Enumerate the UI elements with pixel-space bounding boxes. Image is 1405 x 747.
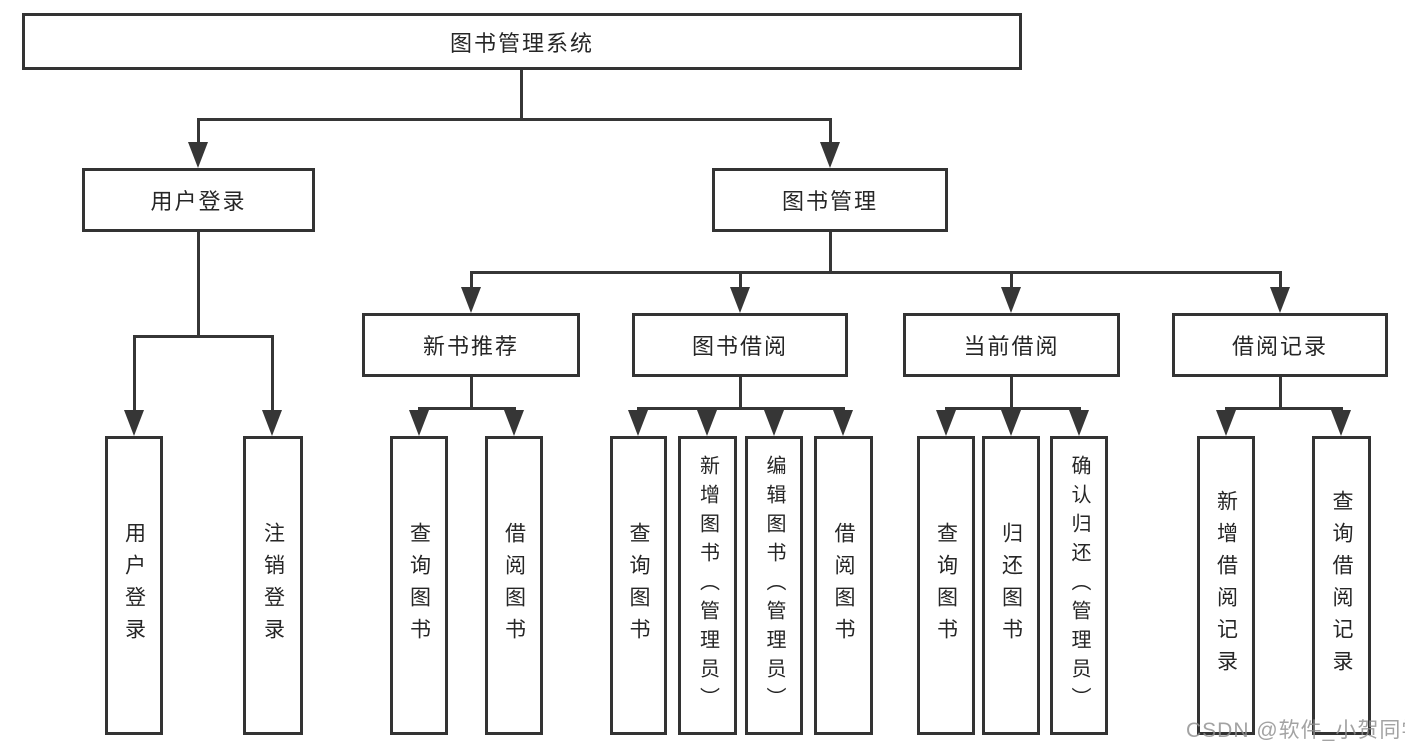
arrow-down-icon [1001, 287, 1021, 313]
leaf-borrow-books-recommend: 借阅图书 [485, 436, 543, 735]
connector-line [1278, 271, 1282, 289]
leaf-label: 借阅图书 [502, 521, 526, 650]
arrow-down-icon [1331, 410, 1351, 436]
leaf-label: 确认归还（管理员） [1068, 455, 1090, 716]
node-label: 图书管理系统 [449, 30, 594, 56]
connector-line [637, 407, 845, 410]
node-label: 用户登录 [150, 189, 247, 214]
leaf-label: 查询图书 [627, 521, 650, 650]
leaf-logout: 注销登录 [243, 436, 303, 735]
node-user-login: 用户登录 [82, 168, 315, 232]
connector-line [1278, 377, 1282, 410]
leaf-query-books-borrow: 查询图书 [610, 436, 667, 735]
leaf-label: 借阅图书 [832, 521, 855, 650]
leaf-label: 查询借阅记录 [1330, 489, 1353, 682]
connector-line [828, 232, 832, 274]
connector-line [196, 118, 200, 146]
connector-line [1009, 271, 1013, 289]
node-label: 当前借阅 [963, 334, 1060, 359]
connector-line [1009, 377, 1013, 410]
connector-line [519, 70, 523, 118]
arrow-down-icon [1069, 410, 1089, 436]
connector-line [738, 377, 742, 410]
connector-line [944, 407, 1081, 410]
leaf-add-borrow-record: 新增借阅记录 [1197, 436, 1255, 735]
node-book-management: 图书管理 [712, 168, 948, 232]
leaf-query-borrow-record: 查询借阅记录 [1312, 436, 1371, 735]
arrow-down-icon [833, 410, 853, 436]
connector-line [1224, 407, 1343, 410]
node-book-borrow: 图书借阅 [632, 313, 848, 377]
leaf-label: 编辑图书（管理员） [763, 455, 785, 716]
leaf-label: 注销登录 [261, 521, 285, 650]
node-new-book-recommend: 新书推荐 [362, 313, 580, 377]
leaf-query-books-current: 查询图书 [917, 436, 975, 735]
node-label: 图书管理 [781, 189, 878, 214]
leaf-borrow-books: 借阅图书 [814, 436, 873, 735]
leaf-edit-book-admin: 编辑图书（管理员） [745, 436, 803, 735]
csdn-watermark: CSDN @软件_小贺同学 [1186, 719, 1405, 742]
leaf-label: 用户登录 [122, 521, 146, 650]
arrow-down-icon [124, 410, 144, 436]
arrow-down-icon [936, 410, 956, 436]
arrow-down-icon [461, 287, 481, 313]
leaf-add-book-admin: 新增图书（管理员） [678, 436, 737, 735]
connector-line [469, 271, 1282, 274]
connector-line [196, 118, 832, 121]
connector-line [132, 335, 136, 412]
connector-line [132, 335, 274, 338]
node-library-management-system: 图书管理系统 [22, 13, 1022, 70]
leaf-label: 新增借阅记录 [1214, 489, 1238, 682]
leaf-query-books-recommend: 查询图书 [390, 436, 448, 735]
connector-line [469, 271, 473, 289]
leaf-confirm-return-admin: 确认归还（管理员） [1050, 436, 1108, 735]
connector-line [738, 271, 742, 289]
connector-line [469, 377, 473, 410]
arrow-down-icon [730, 287, 750, 313]
connector-line [196, 232, 200, 338]
arrow-down-icon [764, 410, 784, 436]
arrow-down-icon [697, 410, 717, 436]
leaf-label: 查询图书 [934, 521, 958, 650]
arrow-down-icon [504, 410, 524, 436]
arrow-down-icon [1001, 410, 1021, 436]
arrow-down-icon [409, 410, 429, 436]
node-label: 新书推荐 [422, 334, 519, 359]
connector-line [828, 118, 832, 146]
connector-line [417, 407, 516, 410]
node-current-borrow: 当前借阅 [903, 313, 1120, 377]
arrow-down-icon [1216, 410, 1236, 436]
arrow-down-icon [262, 410, 282, 436]
node-label: 借阅记录 [1231, 334, 1328, 359]
leaf-label: 新增图书（管理员） [696, 455, 719, 716]
leaf-label: 归还图书 [999, 521, 1023, 650]
arrow-down-icon [188, 142, 208, 168]
leaf-user-login: 用户登录 [105, 436, 163, 735]
node-borrow-records: 借阅记录 [1172, 313, 1388, 377]
arrow-down-icon [628, 410, 648, 436]
arrow-down-icon [1270, 287, 1290, 313]
node-label: 图书借阅 [691, 334, 788, 359]
arrow-down-icon [820, 142, 840, 168]
leaf-return-books: 归还图书 [982, 436, 1040, 735]
connector-line [270, 335, 274, 412]
leaf-label: 查询图书 [407, 521, 431, 650]
